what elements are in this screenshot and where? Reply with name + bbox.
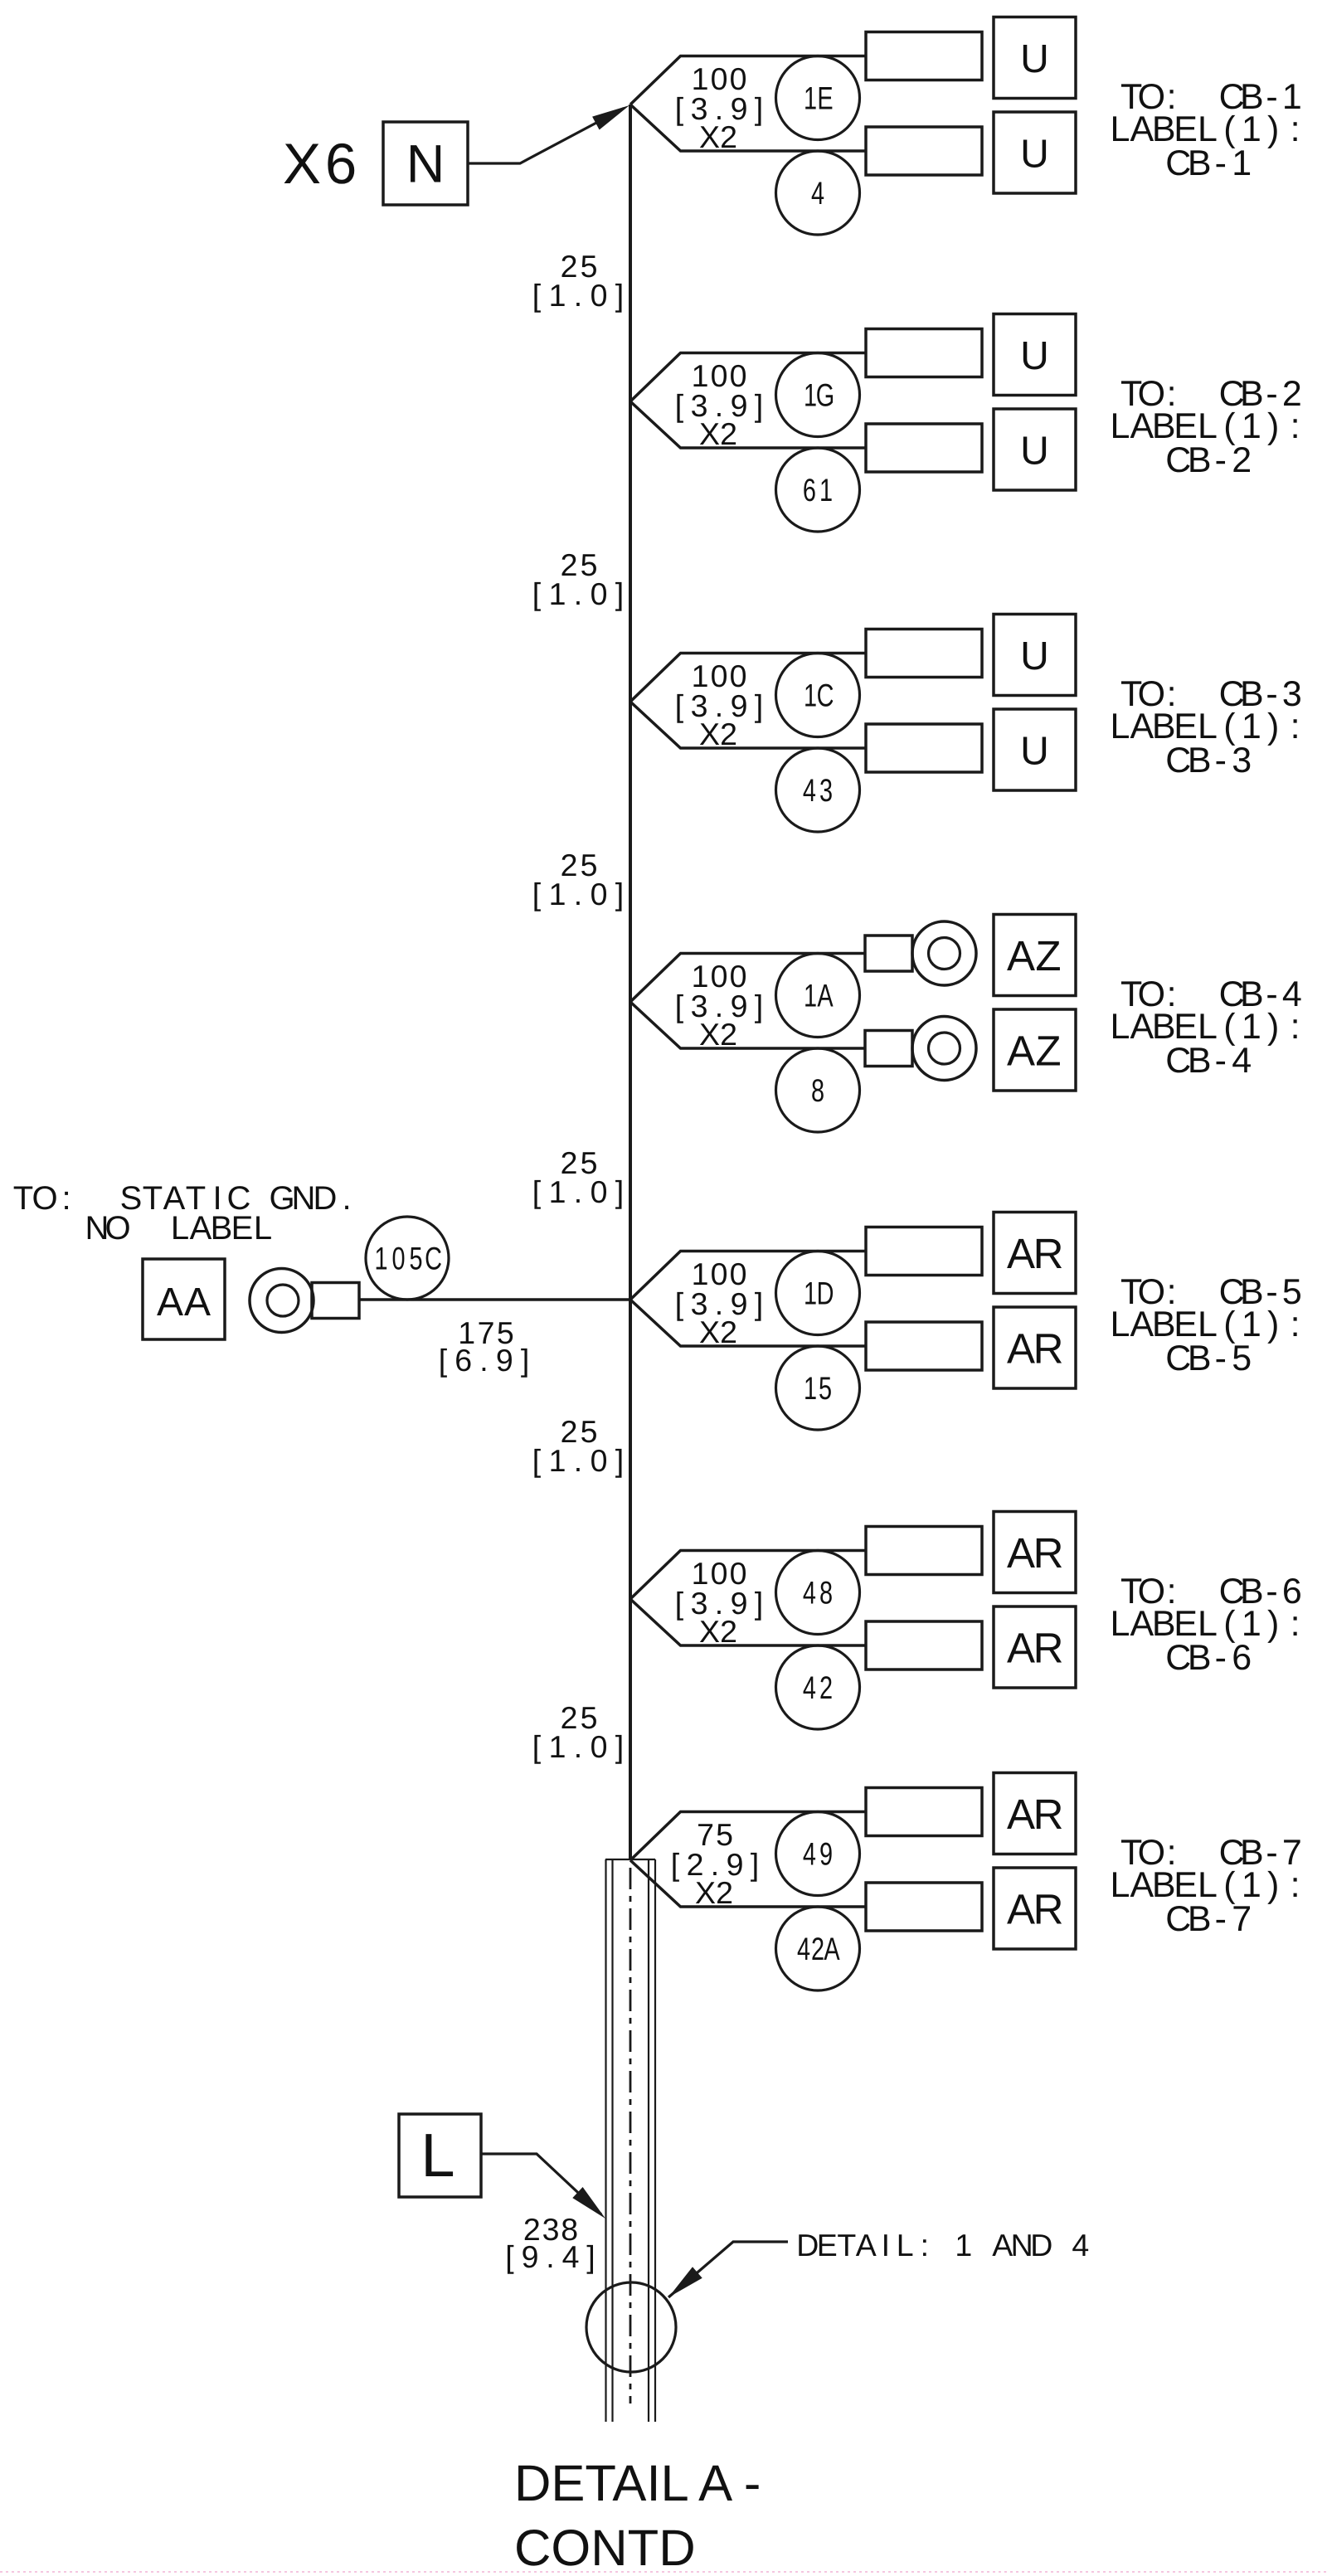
- svg-text:AR: AR: [1007, 1529, 1063, 1577]
- svg-text:100: 100: [692, 61, 747, 96]
- svg-text:DETAIL A -: DETAIL A -: [514, 2455, 761, 2512]
- svg-text:1D: 1D: [804, 1276, 834, 1312]
- svg-text:1C: 1C: [804, 678, 834, 714]
- svg-text:[1.0]: [1.0]: [532, 1729, 624, 1764]
- svg-text:[1.0]: [1.0]: [532, 1174, 624, 1209]
- svg-text:LABEL(1):: LABEL(1):: [1110, 406, 1300, 446]
- svg-text:LABEL(1):: LABEL(1):: [1110, 1305, 1300, 1344]
- svg-text:[1.0]: [1.0]: [532, 278, 624, 313]
- svg-text:X2: X2: [699, 1315, 737, 1349]
- svg-text:43: 43: [803, 773, 833, 809]
- svg-text:N: N: [406, 134, 445, 194]
- svg-text:U: U: [1020, 37, 1049, 81]
- svg-text:L: L: [420, 2121, 454, 2190]
- svg-text:LABEL(1):: LABEL(1):: [1110, 1865, 1300, 1905]
- svg-text:LABEL(1):: LABEL(1):: [1110, 707, 1300, 746]
- svg-text:AR: AR: [1007, 1791, 1063, 1838]
- svg-text:100: 100: [692, 959, 747, 994]
- svg-text:U: U: [1020, 430, 1049, 474]
- svg-text:LABEL(1):: LABEL(1):: [1110, 1604, 1300, 1644]
- svg-text:CONTD: CONTD: [514, 2520, 696, 2576]
- svg-text:49: 49: [803, 1837, 833, 1873]
- svg-text:8: 8: [811, 1073, 824, 1109]
- svg-text:1G: 1G: [804, 378, 834, 414]
- svg-text:U: U: [1020, 634, 1049, 678]
- svg-text:175: 175: [458, 1315, 513, 1350]
- svg-text:CB-3: CB-3: [1165, 741, 1252, 780]
- svg-text:CB-4: CB-4: [1165, 1041, 1252, 1081]
- svg-text:105C: 105C: [374, 1242, 441, 1277]
- svg-text:X2: X2: [699, 1017, 737, 1052]
- svg-text:X2: X2: [699, 119, 737, 154]
- svg-text:4: 4: [811, 176, 824, 211]
- svg-text:DETAIL:1AND4: DETAIL:1AND4: [796, 2228, 1089, 2263]
- svg-text:1E: 1E: [804, 81, 834, 117]
- svg-text:[6.9]: [6.9]: [439, 1343, 530, 1378]
- svg-text:[9.4]: [9.4]: [505, 2239, 595, 2274]
- svg-text:CB-6: CB-6: [1165, 1638, 1252, 1678]
- svg-text:48: 48: [803, 1576, 833, 1611]
- svg-text:LABEL(1):: LABEL(1):: [1110, 1007, 1300, 1047]
- svg-text:CB-1: CB-1: [1165, 143, 1252, 183]
- svg-text:CB-2: CB-2: [1165, 440, 1252, 480]
- svg-text:CB-7: CB-7: [1165, 1899, 1252, 1939]
- svg-text:CB-5: CB-5: [1165, 1339, 1252, 1378]
- svg-text:42: 42: [803, 1670, 833, 1706]
- svg-text:LABEL(1):: LABEL(1):: [1110, 109, 1300, 149]
- svg-text:61: 61: [803, 473, 833, 508]
- svg-text:1A: 1A: [804, 979, 834, 1014]
- svg-text:AA: AA: [157, 1281, 211, 1324]
- svg-text:100: 100: [692, 1556, 747, 1591]
- svg-text:[1.0]: [1.0]: [532, 877, 624, 911]
- svg-text:X2: X2: [695, 1875, 733, 1910]
- svg-text:AR: AR: [1007, 1230, 1063, 1277]
- svg-text:100: 100: [692, 358, 747, 393]
- svg-text:U: U: [1020, 730, 1049, 774]
- svg-text:AR: AR: [1007, 1325, 1063, 1373]
- svg-text:15: 15: [804, 1371, 832, 1407]
- svg-text:X2: X2: [699, 1614, 737, 1649]
- svg-text:U: U: [1020, 133, 1049, 177]
- svg-text:AZ: AZ: [1007, 1028, 1062, 1075]
- svg-text:[1.0]: [1.0]: [532, 576, 624, 611]
- svg-text:AZ: AZ: [1007, 932, 1062, 979]
- svg-text:100: 100: [692, 1256, 747, 1291]
- svg-text:[1.0]: [1.0]: [532, 1443, 624, 1478]
- svg-text:TO:STATICGND.: TO:STATICGND.: [13, 1180, 352, 1217]
- svg-text:X6: X6: [283, 132, 357, 196]
- svg-text:100: 100: [692, 659, 747, 693]
- svg-text:AR: AR: [1007, 1625, 1063, 1672]
- svg-text:AR: AR: [1007, 1886, 1063, 1933]
- svg-text:42A: 42A: [797, 1932, 840, 1967]
- svg-text:NOLABEL: NOLABEL: [85, 1210, 273, 1247]
- svg-text:X2: X2: [699, 416, 737, 451]
- svg-text:U: U: [1020, 334, 1049, 378]
- svg-text:238: 238: [523, 2212, 578, 2247]
- svg-text:X2: X2: [699, 717, 737, 751]
